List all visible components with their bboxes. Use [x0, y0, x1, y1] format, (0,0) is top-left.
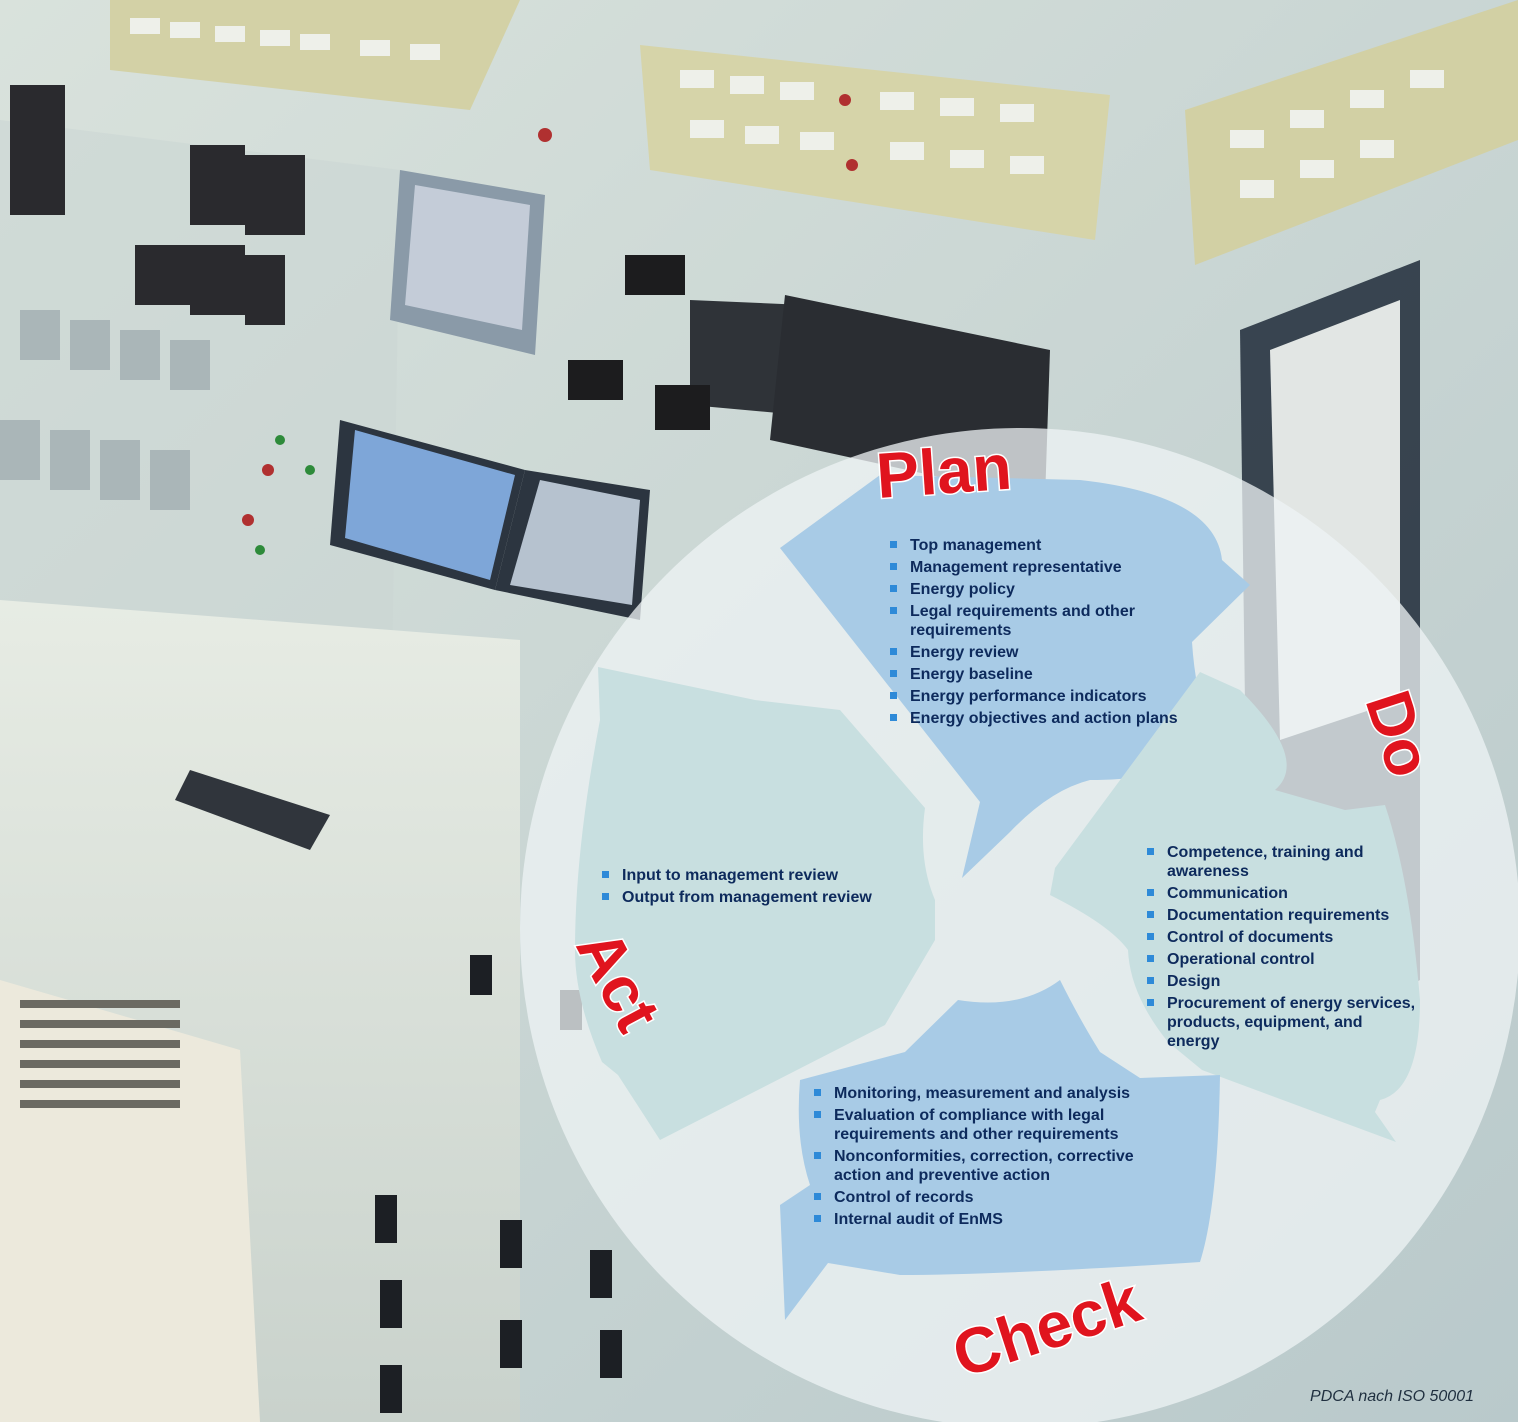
do-items-list: Competence, training and awareness Commu… — [1143, 843, 1418, 1054]
do-item: Documentation requirements — [1143, 906, 1418, 925]
check-item: Control of records — [810, 1188, 1170, 1207]
act-item: Output from management review — [598, 888, 908, 907]
check-arrow — [780, 980, 1220, 1320]
act-item: Input to management review — [598, 866, 908, 885]
pdca-circle — [520, 428, 1518, 1422]
check-item: Evaluation of compliance with legal requ… — [810, 1106, 1170, 1144]
plan-item: Legal requirements and other requirement… — [886, 602, 1216, 640]
check-items-list: Monitoring, measurement and analysis Eva… — [810, 1084, 1170, 1232]
plan-item: Energy objectives and action plans — [886, 709, 1216, 728]
do-item: Competence, training and awareness — [1143, 843, 1418, 881]
act-arrow — [575, 667, 935, 1140]
plan-items-list: Top management Management representative… — [886, 536, 1216, 731]
plan-item: Energy performance indicators — [886, 687, 1216, 706]
do-item: Operational control — [1143, 950, 1418, 969]
plan-label: Plan — [874, 431, 1014, 512]
plan-item: Energy baseline — [886, 665, 1216, 684]
do-item: Procurement of energy services, products… — [1143, 994, 1418, 1051]
plan-item: Top management — [886, 536, 1216, 555]
do-item: Control of documents — [1143, 928, 1418, 947]
plan-item: Energy review — [886, 643, 1216, 662]
do-item: Communication — [1143, 884, 1418, 903]
check-item: Nonconformities, correction, corrective … — [810, 1147, 1170, 1185]
do-arrow — [1050, 672, 1420, 1142]
plan-item: Energy policy — [886, 580, 1216, 599]
do-item: Design — [1143, 972, 1418, 991]
act-items-list: Input to management review Output from m… — [598, 866, 908, 910]
diagram-caption: PDCA nach ISO 50001 — [1310, 1388, 1474, 1405]
check-item: Internal audit of EnMS — [810, 1210, 1170, 1229]
check-item: Monitoring, measurement and analysis — [810, 1084, 1170, 1103]
plan-item: Management representative — [886, 558, 1216, 577]
